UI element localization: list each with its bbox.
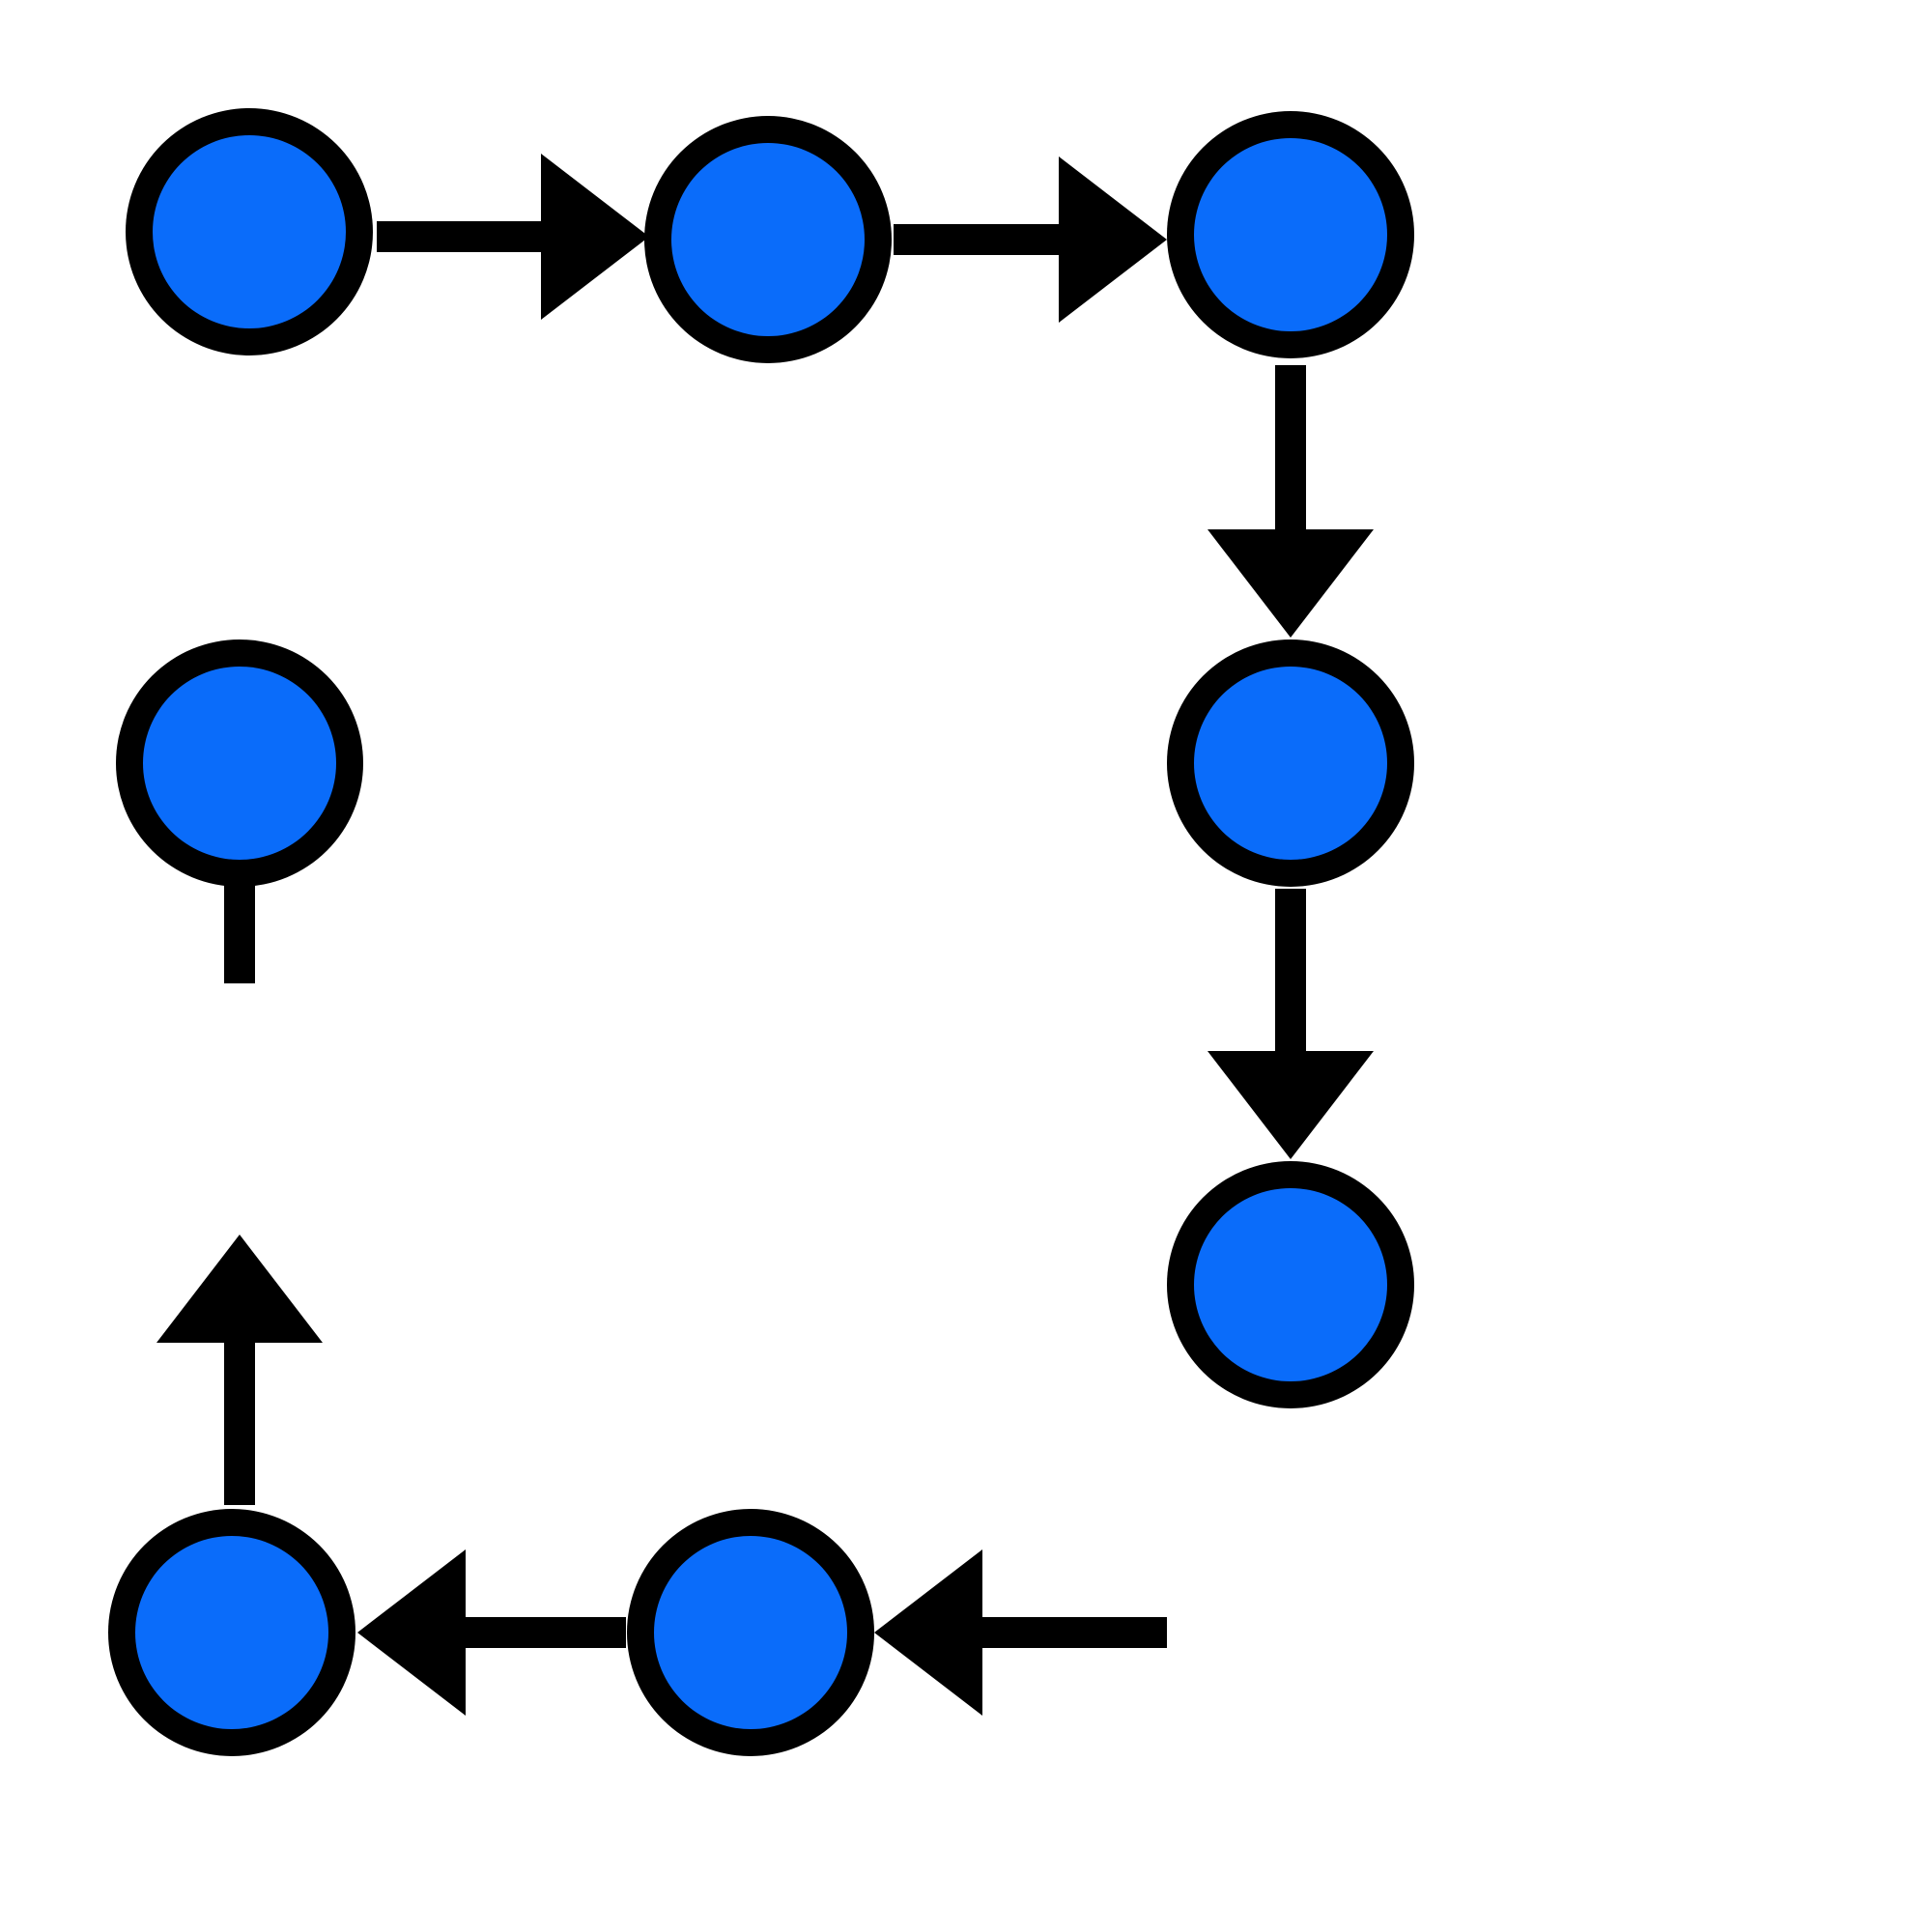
arrow-e1[interactable] (377, 154, 649, 320)
node-n3[interactable] (1167, 111, 1414, 358)
node-n8[interactable] (116, 639, 363, 887)
arrow-shaft (1275, 889, 1306, 1051)
node-n1[interactable] (126, 108, 373, 355)
node-fill (1194, 1188, 1387, 1381)
arrow-e5[interactable] (874, 1549, 1167, 1716)
arrow-e3[interactable] (1208, 365, 1374, 638)
arrow-head-left-icon (874, 1549, 982, 1716)
node-fill (671, 143, 865, 336)
node-n6[interactable] (627, 1509, 874, 1756)
arrow-shaft (224, 1343, 255, 1505)
arrow-e6[interactable] (357, 1549, 626, 1716)
arrow-head-down-icon (1208, 529, 1374, 638)
arrow-head-left-icon (357, 1549, 466, 1716)
arrow-shaft (982, 1617, 1167, 1648)
node-fill (1194, 138, 1387, 331)
arrow-e4[interactable] (1208, 889, 1374, 1159)
arrow-head-right-icon (541, 154, 649, 320)
node-fill (153, 135, 346, 328)
arrow-head-up-icon (156, 1235, 323, 1343)
node-fill (143, 667, 336, 860)
node-fill (135, 1536, 328, 1729)
node-n7[interactable] (108, 1509, 355, 1756)
arrow-head-right-icon (1059, 156, 1167, 323)
arrow-e2[interactable] (894, 156, 1167, 323)
node-fill (654, 1536, 847, 1729)
arrow-e7[interactable] (156, 1235, 323, 1505)
nodes-layer (108, 108, 1414, 1756)
arrow-head-down-icon (1208, 1051, 1374, 1159)
arrow-shaft (377, 221, 541, 252)
arrow-shaft (466, 1617, 626, 1648)
edges-layer (156, 154, 1374, 1716)
arrow-shaft (894, 224, 1059, 255)
node-fill (1194, 667, 1387, 860)
arrow-shaft (1275, 365, 1306, 529)
node-n5[interactable] (1167, 1161, 1414, 1408)
node-n2[interactable] (644, 116, 892, 363)
node-n4[interactable] (1167, 639, 1414, 887)
